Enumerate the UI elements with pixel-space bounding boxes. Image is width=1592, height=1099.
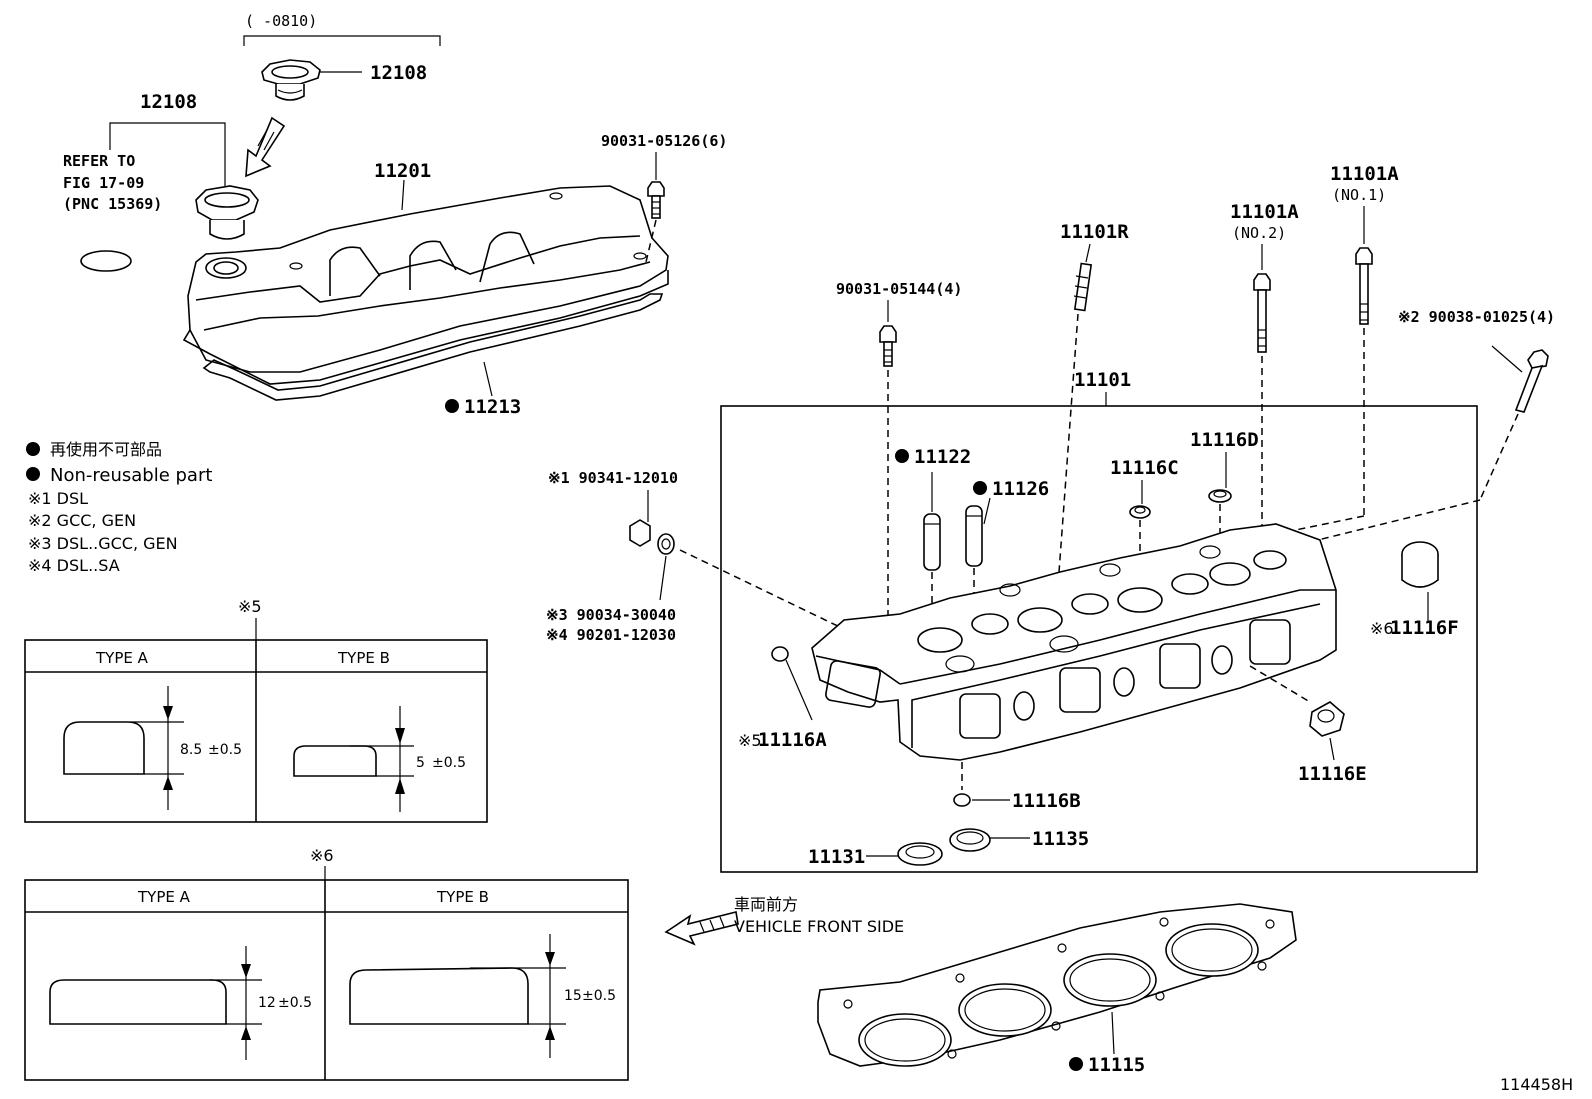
table-note5: ※5 TYPE A TYPE B 8.5 ±0.5 5 ±0.5	[24, 597, 488, 823]
label-11116F: 11116F	[1390, 617, 1459, 639]
label-11101R: 11101R	[1060, 221, 1129, 243]
plug-90341	[629, 519, 675, 555]
table6-type-a: TYPE A	[137, 888, 191, 906]
label-11116F-mark: ※6	[1370, 619, 1394, 638]
label-90341: ※1 90341-12010	[548, 469, 678, 487]
seal-11135	[949, 828, 991, 852]
plug-11116C	[1129, 505, 1151, 519]
refer-line-2: FIG 17-09	[63, 174, 144, 192]
cylinder-head-cover	[182, 185, 669, 385]
label-11115: 11115	[1088, 1054, 1145, 1076]
label-11101: 11101	[1074, 369, 1131, 391]
table5-tol-a: ±0.5	[208, 742, 242, 758]
label-11131: 11131	[808, 846, 865, 868]
bolt-11101A-no1	[1355, 247, 1373, 325]
vehicle-front-en: VEHICLE FRONT SIDE	[734, 917, 904, 936]
label-90038-01025: ※2 90038-01025(4)	[1398, 308, 1555, 326]
label-11135: 11135	[1032, 828, 1089, 850]
vehicle-front-jp: 車両前方	[734, 895, 798, 914]
plug-11116A	[771, 646, 789, 662]
table5-type-a: TYPE A	[95, 649, 149, 667]
label-11122: 11122	[914, 446, 971, 468]
legend-note2: ※2 GCC, GEN	[28, 511, 136, 530]
plug-11116D	[1208, 489, 1232, 503]
label-11116A: 11116A	[758, 729, 827, 751]
nonreusable-dot-icon	[26, 442, 40, 456]
bolt-90031-05144	[879, 325, 897, 367]
legend-en: Non-reusable part	[50, 465, 212, 486]
valve-guide-11126	[965, 505, 983, 567]
figure-id: 114458H	[1500, 1075, 1573, 1094]
table5-tol-b: ±0.5	[432, 755, 466, 771]
plug-11116E	[1309, 701, 1345, 737]
oil-cap-left	[195, 185, 259, 240]
nonreusable-dot-icon	[445, 399, 459, 413]
nonreusable-dot-icon	[1069, 1057, 1083, 1071]
legend: 再使用不可部品 Non-reusable part ※1 DSL ※2 GCC,…	[26, 440, 212, 575]
label-11101A-no2: 11101A	[1230, 201, 1299, 223]
label-12108-left: 12108	[140, 91, 197, 113]
date-range-label: ( -0810)	[245, 12, 317, 30]
stud-11101R	[1073, 262, 1093, 312]
table6-dim-b: 15	[564, 988, 582, 1004]
table6-tol-a: ±0.5	[278, 995, 312, 1011]
vehicle-front-arrow-icon	[664, 911, 739, 946]
label-11101A-no1-sub: (NO.1)	[1332, 186, 1386, 204]
assembly-arrow-icon	[245, 116, 286, 178]
cylinder-head-group: 11101	[720, 369, 1478, 873]
cylinder-head	[811, 523, 1337, 761]
table6-dim-a: 12	[258, 995, 276, 1011]
label-11201: 11201	[374, 160, 431, 182]
label-11101A-no1: 11101A	[1330, 163, 1399, 185]
label-90034: ※3 90034-30040	[546, 606, 676, 624]
table6-type-b: TYPE B	[436, 888, 489, 906]
plug-11116F	[1401, 541, 1439, 588]
oil-cap-top	[261, 59, 362, 101]
label-11116A-mark: ※5	[738, 731, 762, 750]
gasket-oring	[80, 250, 132, 272]
head-gasket	[817, 903, 1297, 1067]
bolt-90031-05126	[647, 181, 665, 219]
table-note6: ※6 TYPE A TYPE B 12 ±0.5 15 ±0.5	[24, 846, 629, 1081]
plug-11116B	[953, 793, 971, 807]
legend-note3: ※3 DSL..GCC, GEN	[28, 534, 178, 553]
label-90031-05126: 90031-05126(6)	[601, 132, 727, 150]
table5-dim-a: 8.5	[180, 742, 202, 758]
refer-line-1: REFER TO	[63, 152, 135, 170]
label-90201: ※4 90201-12030	[546, 626, 676, 644]
table5-mark: ※5	[238, 597, 262, 616]
legend-note4: ※4 DSL..SA	[28, 556, 120, 575]
nonreusable-dot-icon	[895, 449, 909, 463]
table5-type-b: TYPE B	[337, 649, 390, 667]
table6-tol-b: ±0.5	[582, 988, 616, 1004]
bolt-11101A-no2	[1253, 273, 1271, 353]
nonreusable-dot-icon	[26, 467, 40, 481]
nonreusable-dot-icon	[973, 481, 987, 495]
top-date-bracket: ( -0810)	[243, 12, 441, 46]
cover-gasket	[202, 293, 664, 401]
valve-guide-11122	[923, 513, 941, 571]
label-11126: 11126	[992, 478, 1049, 500]
seal-11131	[897, 842, 943, 866]
label-12108-top: 12108	[370, 62, 427, 84]
label-11116D: 11116D	[1190, 429, 1259, 451]
legend-jp: 再使用不可部品	[50, 440, 162, 459]
table5-dim-b: 5	[416, 755, 425, 771]
legend-note1: ※1 DSL	[28, 489, 88, 508]
label-11116E: 11116E	[1298, 763, 1367, 785]
refer-line-3: (PNC 15369)	[63, 195, 162, 213]
table6-mark: ※6	[310, 846, 334, 865]
label-90031-05144: 90031-05144(4)	[836, 280, 962, 298]
label-11101A-no2-sub: (NO.2)	[1232, 224, 1286, 242]
label-11116C: 11116C	[1110, 457, 1179, 479]
bolt-90038-01025	[1514, 349, 1549, 413]
label-11213: 11213	[464, 396, 521, 418]
label-11116B: 11116B	[1012, 790, 1081, 812]
